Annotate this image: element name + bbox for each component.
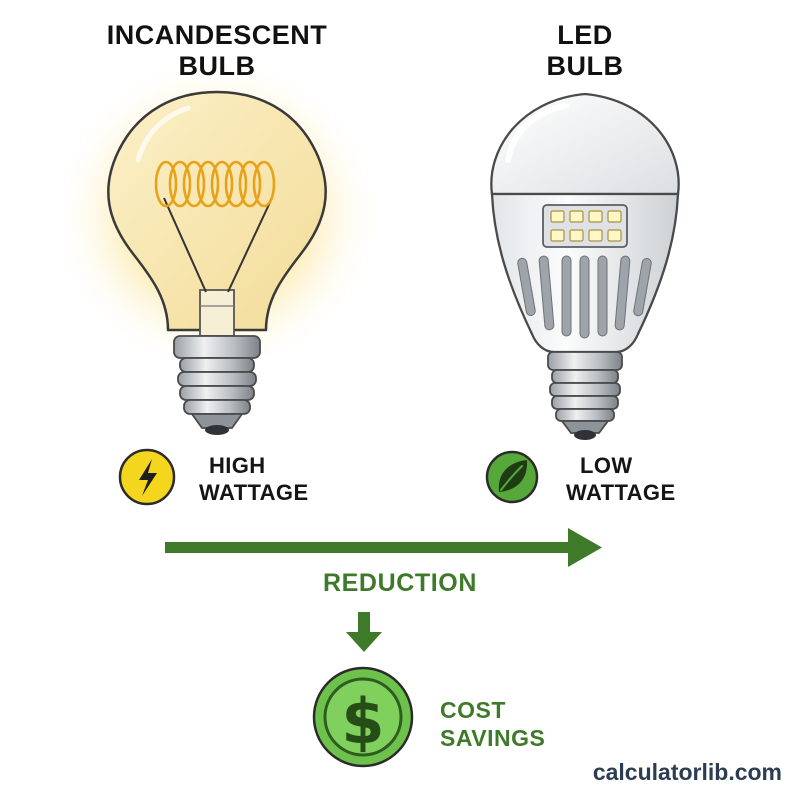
lightning-badge — [118, 448, 176, 506]
high-wattage-line1: HIGH — [209, 453, 266, 478]
high-wattage-label: HIGH WATTAGE — [199, 452, 309, 506]
glass-highlight — [135, 105, 191, 163]
led-title-line2: BULB — [546, 51, 624, 81]
glass-stem — [199, 289, 235, 337]
incandescent-title-line1: INCANDESCENT — [106, 20, 328, 50]
down-arrow — [346, 612, 382, 652]
leaf-badge — [485, 450, 539, 504]
watermark[interactable]: calculatorlib.com — [592, 759, 782, 785]
cost-savings-line2: SAVINGS — [440, 725, 546, 751]
led-title-line1: LED — [557, 20, 613, 50]
incandescent-screw-base — [173, 335, 261, 435]
cost-savings-label: COST SAVINGS — [440, 696, 545, 752]
incandescent-bulb — [52, 55, 382, 435]
incandescent-glass — [107, 90, 327, 332]
led-screw-base — [547, 351, 623, 440]
coin-dollar-symbol: $ — [341, 685, 384, 758]
led-chip-panel — [542, 204, 628, 248]
reduction-label: REDUCTION — [322, 569, 477, 597]
high-wattage-line2: WATTAGE — [199, 480, 309, 505]
led-title: LED BULB — [510, 20, 660, 82]
filament-coil — [154, 160, 276, 208]
led-dome — [490, 92, 680, 196]
led-bulb — [490, 92, 680, 440]
reduction-arrow — [165, 528, 602, 567]
low-wattage-line2: WATTAGE — [566, 480, 676, 505]
support-wire-left — [163, 197, 207, 293]
incandescent-title-line2: BULB — [178, 51, 256, 81]
heatsink-fins — [517, 255, 652, 339]
lightning-icon — [139, 459, 157, 496]
dollar-coin-icon: $ — [312, 666, 414, 768]
low-wattage-label: LOW WATTAGE — [566, 452, 676, 506]
incandescent-title: INCANDESCENT BULB — [92, 20, 342, 82]
support-wire-right — [227, 197, 273, 293]
cost-savings-line1: COST — [440, 697, 506, 723]
low-wattage-line1: LOW — [580, 453, 633, 478]
